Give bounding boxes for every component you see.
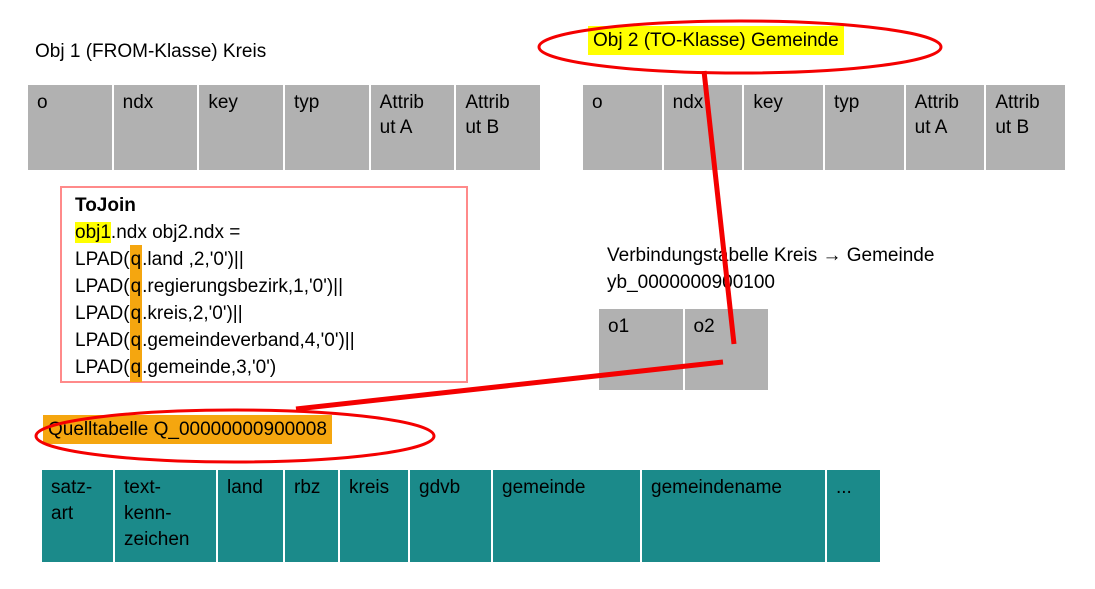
q-col-kreis: kreis [340, 470, 408, 562]
q-alias-highlight: q [129, 326, 143, 355]
obj2-table: o ndx key typ Attrib ut A Attrib ut B [583, 85, 1065, 170]
obj2-col-typ: typ [824, 85, 904, 170]
lpad-line-gemeindeverband: LPAD(q.gemeindeverband,4,'0')|| [75, 326, 466, 355]
lpad-pre: LPAD( [75, 249, 130, 270]
lpad-pre: LPAD( [75, 357, 130, 378]
lpad-line-regierungsbezirk: LPAD(q.regierungsbezirk,1,'0')|| [75, 272, 466, 301]
tojoin-box: ToJoin obj1.ndx obj2.ndx = LPAD(q.land ,… [60, 186, 468, 383]
lpad-post: .land ,2,'0')|| [142, 249, 244, 270]
q-col-gdvb: gdvb [410, 470, 491, 562]
lpad-line-kreis: LPAD(q.kreis,2,'0')|| [75, 299, 466, 328]
q-col-land: land [218, 470, 283, 562]
obj2-col-attribut-a: Attrib ut A [905, 85, 985, 170]
obj2-col-key: key [744, 85, 823, 170]
quelltabelle-table: satz- art text- kenn- zeichen land rbz k… [42, 470, 880, 562]
obj1-col-o: o [28, 85, 112, 170]
lpad-post: .regierungsbezirk,1,'0')|| [142, 276, 344, 297]
lpad-post: .gemeindeverband,4,'0')|| [142, 330, 355, 351]
obj1-col-attribut-a: Attrib ut A [370, 85, 455, 170]
lpad-pre: LPAD( [75, 330, 130, 351]
q-alias-highlight: q [129, 353, 143, 382]
obj1-ref-highlight: obj1 [75, 222, 111, 243]
tojoin-join-expression: obj1.ndx obj2.ndx = [75, 219, 466, 246]
obj1-col-attribut-b: Attrib ut B [456, 85, 540, 170]
obj2-col-attribut-b: Attrib ut B [986, 85, 1065, 170]
join-expression-rest: .ndx obj2.ndx = [110, 222, 241, 243]
lpad-line-gemeinde: LPAD(q.gemeinde,3,'0') [75, 353, 466, 382]
tojoin-title: ToJoin [75, 195, 136, 216]
vb-col-o2: o2 [684, 309, 768, 390]
lpad-post: .gemeinde,3,'0') [142, 357, 277, 378]
obj1-col-typ: typ [284, 85, 369, 170]
q-alias-highlight: q [129, 299, 143, 328]
obj2-title-wrap: Obj 2 (TO-Klasse) Gemeinde [588, 26, 844, 55]
obj2-col-o: o [583, 85, 662, 170]
obj1-col-ndx: ndx [113, 85, 198, 170]
obj1-col-key: key [199, 85, 283, 170]
vb-col-o1: o1 [599, 309, 683, 390]
obj1-table: o ndx key typ Attrib ut A Attrib ut B [28, 85, 540, 170]
obj1-title: Obj 1 (FROM-Klasse) Kreis [35, 41, 267, 62]
q-alias-highlight: q [129, 272, 143, 301]
q-col-gemeindename: gemeindename [642, 470, 825, 562]
quelltabelle-title-wrap: Quelltabelle Q_00000000900008 [43, 415, 332, 444]
q-col-satzart: satz- art [42, 470, 113, 562]
verbindungstabelle-label: Verbindungstabelle Kreis → Gemeinde yb_0… [607, 242, 934, 296]
q-col-ellipsis: ... [827, 470, 880, 562]
obj2-col-ndx: ndx [663, 85, 743, 170]
q-col-rbz: rbz [285, 470, 338, 562]
verbindungstabelle-label-line2: yb_0000000900100 [607, 272, 776, 293]
lpad-post: .kreis,2,'0')|| [142, 303, 243, 324]
q-alias-highlight: q [129, 245, 143, 274]
lpad-pre: LPAD( [75, 303, 130, 324]
verbindungstabelle-label-line1: Verbindungstabelle Kreis → Gemeinde [607, 245, 935, 266]
lpad-pre: LPAD( [75, 276, 130, 297]
q-col-textkennzeichen: text- kenn- zeichen [115, 470, 216, 562]
obj2-title: Obj 2 (TO-Klasse) Gemeinde [588, 26, 844, 55]
verbindungstabelle-table: o1 o2 [599, 309, 768, 390]
q-col-gemeinde: gemeinde [493, 470, 640, 562]
quelltabelle-title: Quelltabelle Q_00000000900008 [43, 415, 332, 444]
lpad-line-land: LPAD(q.land ,2,'0')|| [75, 245, 466, 274]
